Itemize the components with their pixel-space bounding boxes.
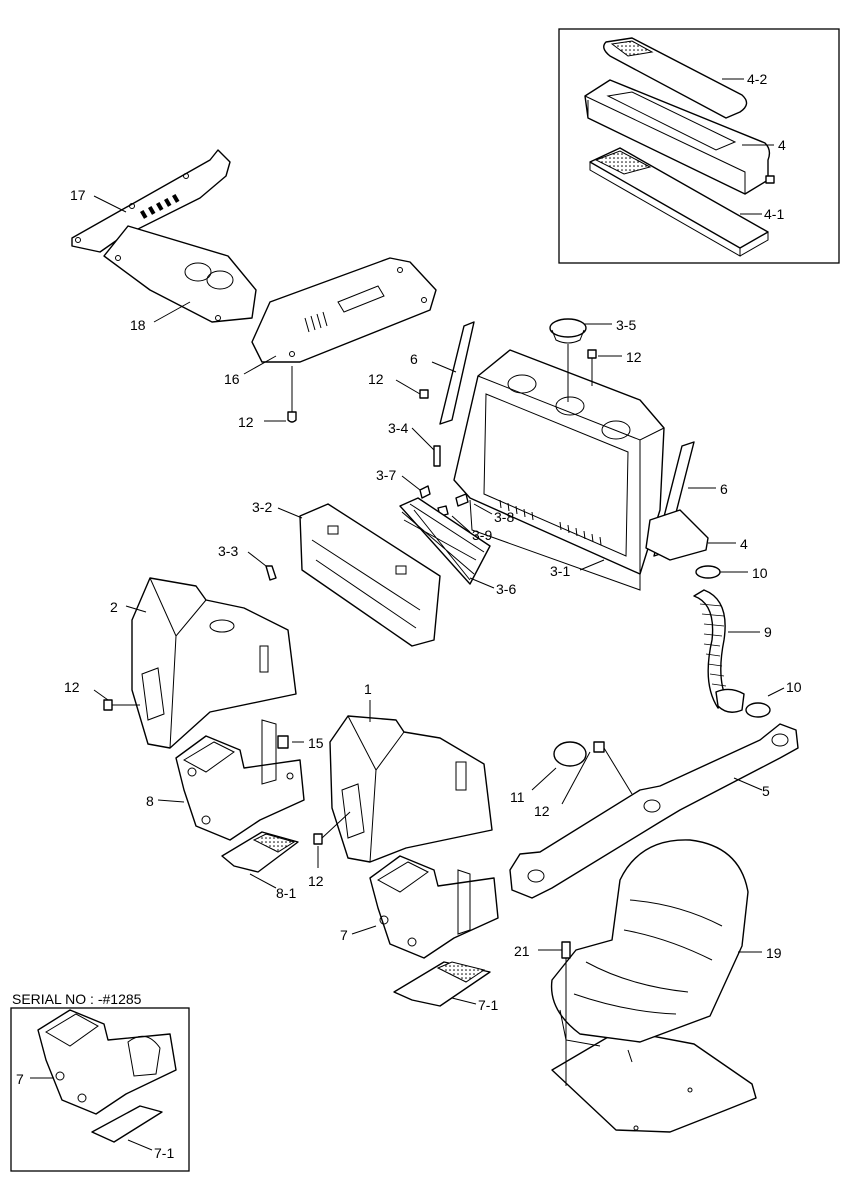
floor-panels: 17 18 16 12 xyxy=(70,149,437,430)
callout-3-5: 3-5 xyxy=(616,317,636,333)
serial-note: SERIAL NO : -#1285 xyxy=(12,991,142,1007)
bracket-8: 8 8-1 xyxy=(146,719,305,901)
callout-5: 5 xyxy=(762,783,770,799)
callout-18: 18 xyxy=(130,317,146,333)
callout-8-1: 8-1 xyxy=(276,885,296,901)
callout-3-8: 3-8 xyxy=(494,509,514,525)
callout-12-a: 12 xyxy=(238,414,254,430)
callout-9: 9 xyxy=(764,624,772,640)
callout-12-f: 12 xyxy=(308,873,324,889)
callout-3-3: 3-3 xyxy=(218,543,238,559)
callout-19: 19 xyxy=(766,945,782,961)
inset-armrest-detail: 4-2 4 4-1 xyxy=(558,28,840,264)
callout-6-a: 6 xyxy=(410,351,418,367)
pedestal-covers: 2 12 1 15 12 xyxy=(64,577,493,889)
callout-12-d: 12 xyxy=(534,803,550,819)
callout-6-b: 6 xyxy=(720,481,728,497)
callout-12-e: 12 xyxy=(64,679,80,695)
armrest-link: 5 11 12 xyxy=(509,723,799,899)
callout-7-1: 7-1 xyxy=(478,997,498,1013)
callout-7-1-inset: 7-1 xyxy=(154,1145,174,1161)
callout-3-4: 3-4 xyxy=(388,420,408,436)
bracket-7: 7 7-1 xyxy=(340,855,499,1013)
callout-3-7: 3-7 xyxy=(376,467,396,483)
callout-17: 17 xyxy=(70,187,86,203)
callout-4-1: 4-1 xyxy=(764,206,784,222)
callout-4: 4 xyxy=(778,137,786,153)
console-box: 3-5 12 6 12 3-4 3-7 3-8 3-9 3-2 3-3 3-6 … xyxy=(218,317,748,647)
callout-10-b: 10 xyxy=(786,679,802,695)
callout-3-6: 3-6 xyxy=(496,581,516,597)
callout-16: 16 xyxy=(224,371,240,387)
callout-3-2: 3-2 xyxy=(252,499,272,515)
duct-hose: 10 9 10 xyxy=(693,565,802,718)
callout-7-inset: 7 xyxy=(16,1071,24,1087)
seat: 21 19 xyxy=(514,839,782,1133)
callout-3-1: 3-1 xyxy=(550,563,570,579)
callout-21: 21 xyxy=(514,943,530,959)
callout-3-9: 3-9 xyxy=(472,527,492,543)
callout-10-a: 10 xyxy=(752,565,768,581)
callout-2: 2 xyxy=(110,599,118,615)
callout-8: 8 xyxy=(146,793,154,809)
serial-inset: SERIAL NO : -#1285 7 7-1 xyxy=(10,991,190,1172)
callout-7: 7 xyxy=(340,927,348,943)
callout-15: 15 xyxy=(308,735,324,751)
callout-4-main: 4 xyxy=(740,536,748,552)
callout-12-b: 12 xyxy=(626,349,642,365)
callout-4-2: 4-2 xyxy=(747,71,767,87)
callout-1: 1 xyxy=(364,681,372,697)
callout-11: 11 xyxy=(510,789,525,805)
callout-12-c: 12 xyxy=(368,371,384,387)
